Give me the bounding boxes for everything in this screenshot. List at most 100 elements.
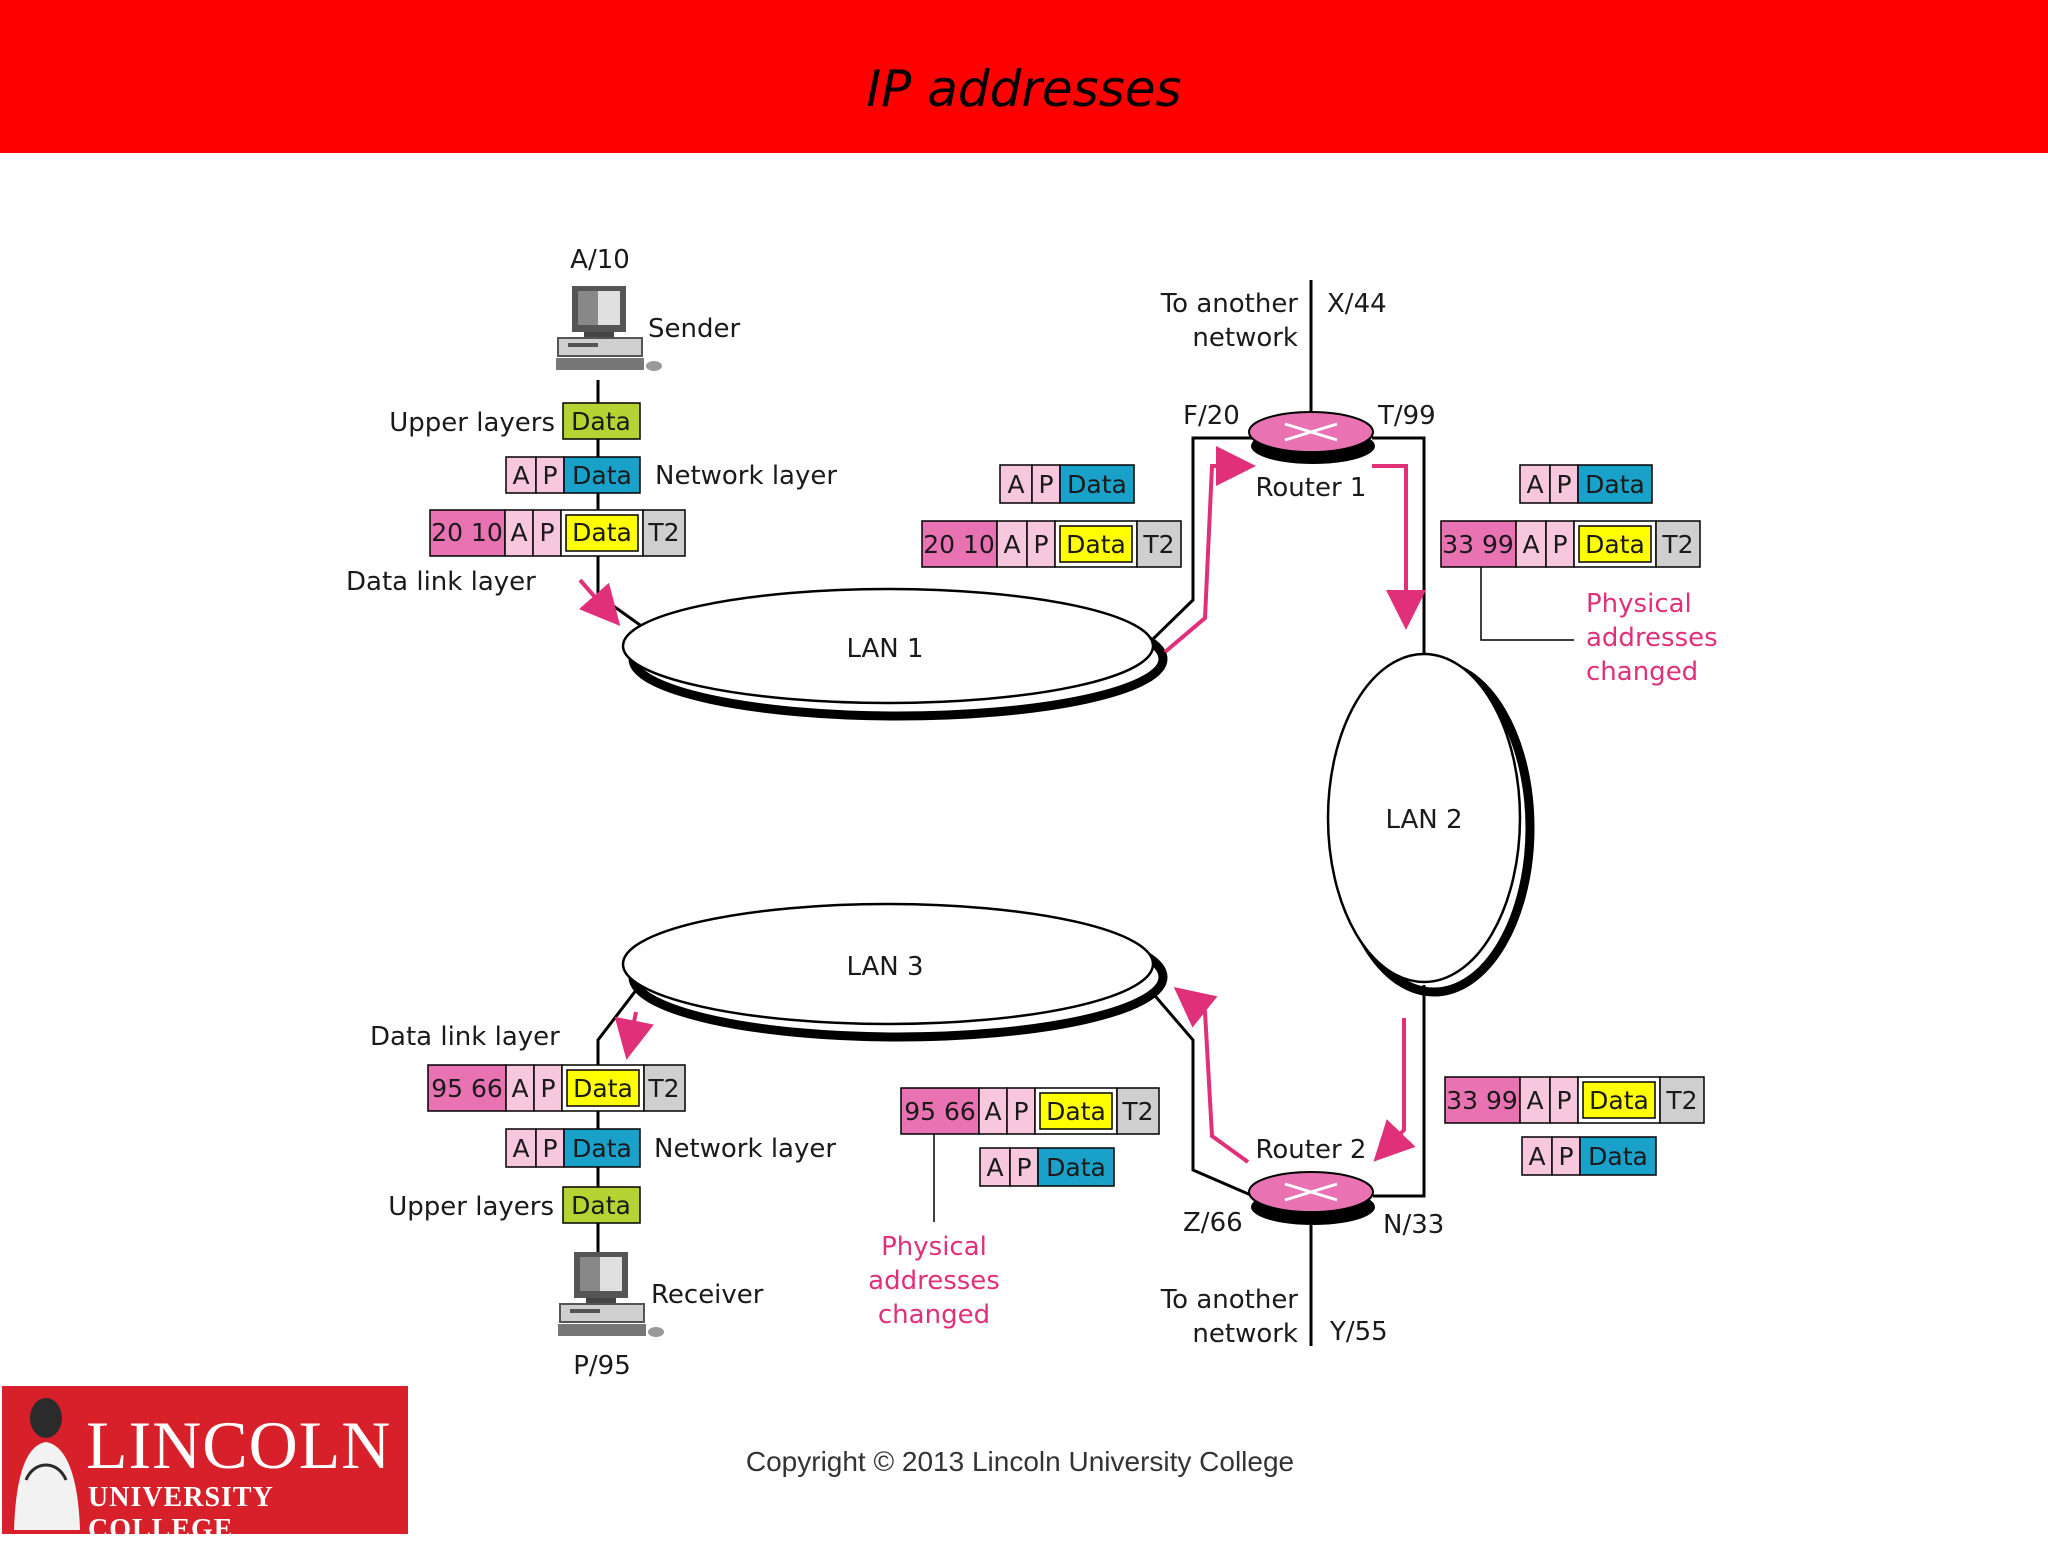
title-bar: IP addresses: [0, 0, 2048, 153]
logical-src-cell: A: [984, 1097, 1001, 1126]
note-line1: Physical: [881, 1232, 987, 1262]
lan3-frame: 95 66 A P Data T2: [900, 1087, 1160, 1135]
logical-src-cell: A: [510, 518, 527, 547]
lan1-frame: 20 10 A P Data T2: [921, 520, 1182, 568]
lan-1: LAN 1: [621, 587, 1168, 721]
data-cell: Data: [1046, 1097, 1106, 1126]
sender-address: A/10: [570, 245, 630, 275]
arrow-sender-to-lan1: [578, 578, 621, 627]
data-cell: Data: [1067, 470, 1127, 499]
logical-dst-cell: P: [1016, 1153, 1031, 1182]
data-cell: Data: [1046, 1153, 1106, 1182]
router-1-other-network-line1: To another: [1160, 289, 1299, 319]
arrow-lan1-to-router1: [1163, 446, 1256, 654]
physical-address-cell: 95 66: [431, 1074, 503, 1103]
receiver-upper-layers-label: Upper layers: [388, 1192, 554, 1222]
arrow-lan3-to-receiver: [614, 1011, 654, 1060]
router-1-other-network-line2: network: [1192, 323, 1298, 353]
trailer-cell: T2: [647, 518, 679, 547]
logical-src-cell: A: [1526, 470, 1543, 499]
physical-address-cell: 20 10: [431, 518, 503, 547]
receiver-network-packet: A P Data: [505, 1128, 641, 1168]
data-cell: Data: [1585, 470, 1645, 499]
lan2-frame-top: 33 99 A P Data T2: [1440, 520, 1701, 568]
lan-3-label: LAN 3: [846, 952, 923, 982]
physical-address-cell: 20 10: [923, 530, 995, 559]
logical-src-cell: A: [512, 1134, 529, 1163]
slide-title: IP addresses: [866, 60, 1182, 118]
data-cell: Data: [1585, 530, 1645, 559]
sender-data-link-layer-label: Data link layer: [346, 567, 536, 597]
data-cell: Data: [1588, 1142, 1648, 1171]
flow-arrows: [578, 446, 1426, 1164]
logical-dst-cell: P: [542, 461, 557, 490]
logical-dst-cell: P: [1033, 530, 1048, 559]
logical-dst-cell: P: [1556, 1086, 1571, 1115]
logical-dst-cell: P: [1558, 1142, 1573, 1171]
lan-1-label: LAN 1: [846, 634, 923, 664]
arrow-lan2-to-router2: [1373, 1018, 1416, 1162]
logical-src-cell: A: [1003, 530, 1020, 559]
data-cell: Data: [572, 1134, 632, 1163]
arrow-router2-to-lan3: [1173, 987, 1250, 1164]
receiver-label: Receiver: [651, 1280, 764, 1310]
trailer-cell: T2: [1121, 1097, 1153, 1126]
receiver-frame: 95 66 A P Data T2: [427, 1064, 686, 1112]
logical-dst-cell: P: [1038, 470, 1053, 499]
statue-icon: [14, 1398, 80, 1530]
router-2-other-network-line1: To another: [1160, 1285, 1299, 1315]
lan3-network-packet: A P Data: [979, 1147, 1115, 1187]
logical-dst-cell: P: [1013, 1097, 1028, 1126]
trailer-cell: T2: [1142, 530, 1174, 559]
receiver-computer-icon: [557, 1251, 665, 1338]
logical-src-cell: A: [511, 1074, 528, 1103]
router-1-right-port: T/99: [1377, 401, 1436, 431]
receiver-address: P/95: [573, 1351, 631, 1381]
router-1-label: Router 1: [1256, 473, 1367, 503]
note-line2: addresses: [868, 1266, 1000, 1296]
router-2-right-port: N/33: [1383, 1210, 1444, 1240]
note-line3: changed: [1586, 657, 1698, 687]
router-1-top-link: X/44: [1327, 289, 1387, 319]
physical-address-cell: 33 99: [1442, 530, 1514, 559]
logical-src-cell: A: [1007, 470, 1024, 499]
data-cell: Data: [1066, 530, 1126, 559]
lan1-network-packet: A P Data: [999, 464, 1135, 504]
sender-frame: 20 10 A P Data T2: [429, 509, 686, 557]
lan-3: LAN 3: [621, 902, 1168, 1042]
lan2-network-packet-bottom: A P Data: [1521, 1136, 1657, 1176]
data-cell: Data: [572, 461, 632, 490]
logo-subtitle: UNIVERSITY COLLEGE: [88, 1482, 273, 1545]
logical-dst-cell: P: [539, 518, 554, 547]
router-1: Router 1 F/20 T/99 X/44 To another netwo…: [1160, 289, 1436, 503]
trailer-cell: T2: [647, 1074, 679, 1103]
sender-upper-packet: Data: [562, 402, 641, 440]
logical-dst-cell: P: [1556, 470, 1571, 499]
router-2: Router 2 Z/66 N/33 Y/55 To another netwo…: [1160, 1135, 1445, 1349]
logical-src-cell: A: [1522, 530, 1539, 559]
note-line3: changed: [878, 1300, 990, 1330]
lan2-network-packet-top: A P Data: [1519, 464, 1653, 504]
trailer-cell: T2: [1661, 530, 1693, 559]
logo-name: LINCOLN: [86, 1407, 392, 1483]
data-cell: Data: [1589, 1086, 1649, 1115]
router-2-bottom-link: Y/55: [1329, 1317, 1388, 1347]
sender-network-layer-label: Network layer: [655, 461, 837, 491]
sender-computer-icon: [555, 285, 663, 372]
receiver-network-layer-label: Network layer: [654, 1134, 836, 1164]
receiver-data-link-layer-label: Data link layer: [370, 1022, 560, 1052]
lan2-frame-bottom: 33 99 A P Data T2: [1444, 1076, 1705, 1124]
data-cell: Data: [571, 1191, 631, 1220]
router-2-label: Router 2: [1256, 1135, 1367, 1165]
physical-addresses-changed-note-bottom: Physical addresses changed: [868, 1134, 1000, 1330]
data-cell: Data: [571, 407, 631, 436]
router-2-other-network-line2: network: [1192, 1319, 1298, 1349]
logical-src-cell: A: [1526, 1086, 1543, 1115]
lan-2: LAN 2: [1326, 652, 1535, 997]
sender-label: Sender: [648, 314, 740, 344]
arrow-router1-to-lan2: [1372, 464, 1426, 630]
router-1-left-port: F/20: [1183, 401, 1240, 431]
note-line1: Physical: [1586, 589, 1692, 619]
logical-src-cell: A: [512, 461, 529, 490]
